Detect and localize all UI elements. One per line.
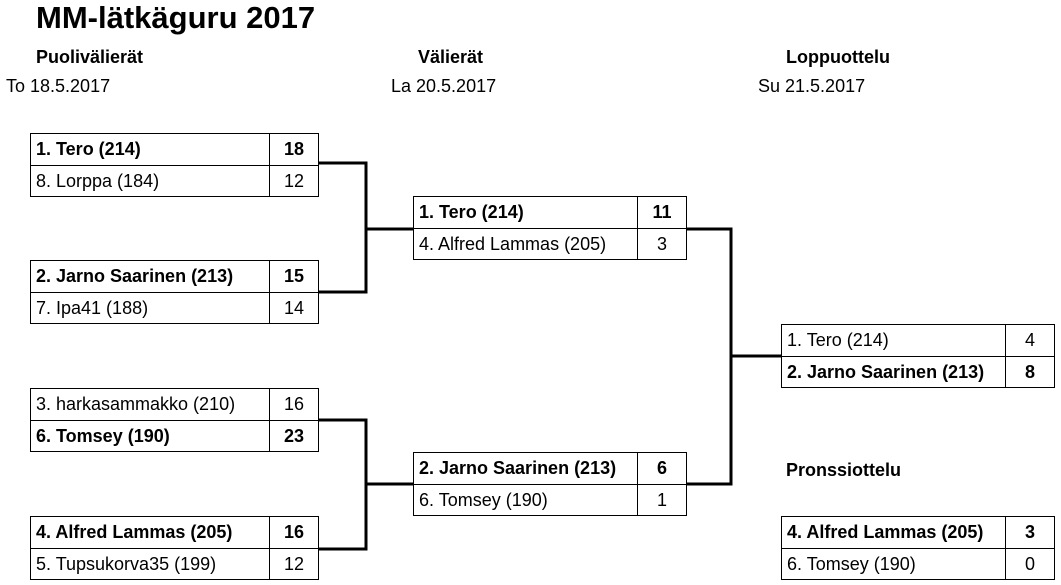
team-name: 4. Alfred Lammas (205) bbox=[782, 517, 1006, 548]
team-score: 15 bbox=[283, 266, 305, 286]
team-score: 3 bbox=[1024, 522, 1035, 542]
team-row: 4. Alfred Lammas (205) 3 bbox=[782, 517, 1054, 549]
team-name: 6. Tomsey (190) bbox=[782, 549, 1006, 580]
team-row: 4. Alfred Lammas (205) 16 bbox=[31, 517, 318, 549]
team-score: 8 bbox=[1024, 362, 1035, 382]
team-row: 7. Ipa41 (188) 14 bbox=[31, 293, 318, 324]
team-row: 6. Tomsey (190) 0 bbox=[782, 549, 1054, 580]
connector-sf1 bbox=[686, 227, 733, 356]
round-date-final: Su 21.5.2017 bbox=[758, 76, 866, 96]
team-name: 3. harkasammakko (210) bbox=[31, 389, 270, 420]
round-date-semifinals: La 20.5.2017 bbox=[391, 76, 497, 96]
team-score: 12 bbox=[283, 171, 305, 191]
team-score: 4 bbox=[1024, 330, 1035, 350]
team-row: 2. Jarno Saarinen (213) 8 bbox=[782, 357, 1054, 388]
team-row: 5. Tupsukorva35 (199) 12 bbox=[31, 549, 318, 580]
team-score: 0 bbox=[1024, 554, 1035, 574]
match-sf2: 2. Jarno Saarinen (213) 6 6. Tomsey (190… bbox=[413, 452, 687, 516]
team-name: 7. Ipa41 (188) bbox=[31, 293, 270, 324]
team-score: 3 bbox=[656, 234, 667, 254]
round-label-quarterfinals: Puolivälierät bbox=[36, 47, 144, 67]
connector-qf3 bbox=[318, 418, 368, 484]
connector-qf1 bbox=[318, 161, 368, 229]
team-score: 11 bbox=[652, 202, 672, 222]
team-score: 12 bbox=[283, 554, 305, 574]
match-qf4: 4. Alfred Lammas (205) 16 5. Tupsukorva3… bbox=[30, 516, 319, 580]
team-name: 1. Tero (214) bbox=[414, 197, 638, 228]
team-name: 1. Tero (214) bbox=[782, 325, 1006, 356]
round-label-final: Loppuottelu bbox=[786, 47, 890, 67]
team-name: 2. Jarno Saarinen (213) bbox=[414, 453, 638, 484]
team-score: 23 bbox=[283, 426, 305, 446]
team-name: 2. Jarno Saarinen (213) bbox=[782, 357, 1006, 388]
team-score: 6 bbox=[656, 458, 667, 478]
match-bronze: 4. Alfred Lammas (205) 3 6. Tomsey (190)… bbox=[781, 516, 1055, 580]
team-row: 3. harkasammakko (210) 16 bbox=[31, 389, 318, 421]
team-score: 16 bbox=[283, 522, 305, 542]
team-name: 6. Tomsey (190) bbox=[31, 421, 270, 452]
team-row: 1. Tero (214) 18 bbox=[31, 134, 318, 166]
team-score: 14 bbox=[283, 298, 305, 318]
round-date-quarterfinals: To 18.5.2017 bbox=[6, 76, 111, 96]
match-qf1: 1. Tero (214) 18 8. Lorppa (184) 12 bbox=[30, 133, 319, 197]
team-score: 16 bbox=[283, 394, 305, 414]
team-row: 1. Tero (214) 4 bbox=[782, 325, 1054, 357]
match-sf1: 1. Tero (214) 11 4. Alfred Lammas (205) … bbox=[413, 196, 687, 260]
round-label-semifinals: Välierät bbox=[418, 47, 484, 67]
team-name: 2. Jarno Saarinen (213) bbox=[31, 261, 270, 292]
match-qf2: 2. Jarno Saarinen (213) 15 7. Ipa41 (188… bbox=[30, 260, 319, 324]
team-name: 4. Alfred Lammas (205) bbox=[31, 517, 270, 548]
team-row: 2. Jarno Saarinen (213) 6 bbox=[414, 453, 686, 485]
match-qf3: 3. harkasammakko (210) 16 6. Tomsey (190… bbox=[30, 388, 319, 452]
team-name: 1. Tero (214) bbox=[31, 134, 270, 165]
connector-qf2 bbox=[318, 229, 368, 294]
connector-sf2 bbox=[686, 356, 733, 486]
connector-qf4 bbox=[318, 484, 368, 551]
team-score: 1 bbox=[656, 490, 667, 510]
team-name: 8. Lorppa (184) bbox=[31, 166, 270, 197]
team-row: 4. Alfred Lammas (205) 3 bbox=[414, 229, 686, 260]
page-title: MM-lätkäguru 2017 bbox=[36, 0, 316, 35]
round-label-bronze: Pronssiottelu bbox=[786, 460, 902, 480]
team-row: 1. Tero (214) 11 bbox=[414, 197, 686, 229]
team-row: 6. Tomsey (190) 1 bbox=[414, 485, 686, 516]
match-final: 1. Tero (214) 4 2. Jarno Saarinen (213) … bbox=[781, 324, 1055, 388]
team-name: 4. Alfred Lammas (205) bbox=[414, 229, 638, 260]
team-row: 8. Lorppa (184) 12 bbox=[31, 166, 318, 197]
team-name: 6. Tomsey (190) bbox=[414, 485, 638, 516]
team-name: 5. Tupsukorva35 (199) bbox=[31, 549, 270, 580]
team-score: 18 bbox=[283, 139, 305, 159]
team-row: 6. Tomsey (190) 23 bbox=[31, 421, 318, 452]
team-row: 2. Jarno Saarinen (213) 15 bbox=[31, 261, 318, 293]
